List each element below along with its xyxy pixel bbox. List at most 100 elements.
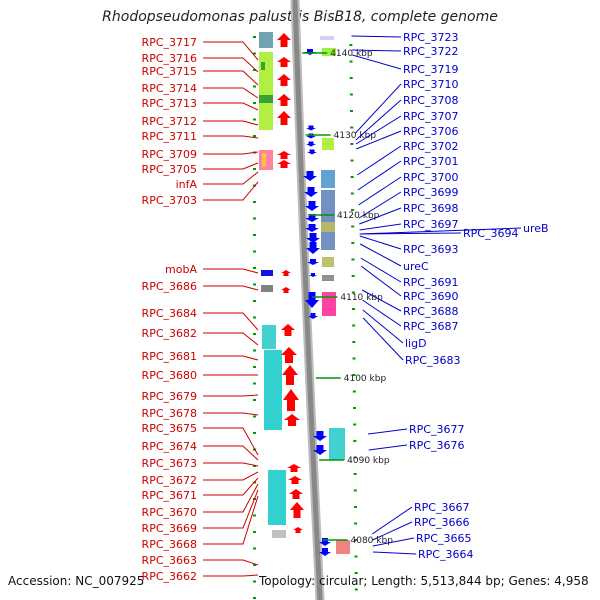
left-leader-line <box>203 41 259 61</box>
tick-mark <box>253 465 256 467</box>
tick-mark <box>253 234 256 236</box>
forward-strand-arrow <box>277 111 291 125</box>
reverse-strand-arrow <box>307 149 317 155</box>
right-gene-block <box>322 138 334 150</box>
reverse-strand-arrow <box>306 125 316 131</box>
left-leader-line <box>203 495 259 545</box>
left-gene-label: RPC_3668 <box>142 538 197 551</box>
left-gene-block <box>259 95 273 103</box>
right-gene-label: RPC_3697 <box>403 218 458 231</box>
left-leader-line <box>203 332 259 346</box>
left-leader-line <box>203 427 259 456</box>
left-gene-label: RPC_3670 <box>142 506 197 519</box>
left-gene-label: RPC_3678 <box>142 407 197 420</box>
tick-mark <box>350 192 354 195</box>
tick-mark <box>350 126 354 129</box>
tick-mark <box>354 555 358 558</box>
right-gene-label: ligD <box>405 337 427 350</box>
right-leader-line <box>368 444 408 451</box>
left-gene-block <box>259 52 273 130</box>
forward-strand-arrow <box>287 464 301 472</box>
left-leader-line <box>203 57 259 73</box>
forward-strand-arrow <box>282 365 298 385</box>
reverse-strand-arrow <box>305 214 319 222</box>
forward-strand-arrow <box>289 489 303 499</box>
tick-mark <box>253 118 256 121</box>
right-leader-line <box>372 537 415 547</box>
tick-mark <box>253 514 256 517</box>
right-gene-block <box>321 170 335 188</box>
left-gene-block <box>262 153 266 167</box>
tick-mark <box>253 36 256 38</box>
tick-mark <box>354 522 358 525</box>
left-gene-label: RPC_3673 <box>142 457 197 470</box>
tick-mark <box>253 415 256 418</box>
left-gene-label: RPC_3711 <box>142 130 197 143</box>
left-gene-block <box>268 470 286 525</box>
left-gene-label: RPC_3672 <box>142 474 197 487</box>
forward-strand-arrow <box>277 74 291 86</box>
forward-strand-arrow <box>281 347 297 363</box>
right-gene-label: RPC_3664 <box>418 548 473 561</box>
right-gene-label: RPC_3687 <box>403 320 458 333</box>
left-gene-block <box>262 325 276 349</box>
right-gene-label: RPC_3676 <box>409 439 464 452</box>
left-leader-line <box>203 285 259 291</box>
tick-mark <box>351 291 355 294</box>
left-gene-block <box>259 32 273 48</box>
left-leader-line <box>203 471 259 481</box>
kbp-label: 4130 kbp <box>334 131 377 141</box>
right-gene-label: RPC_3667 <box>414 501 469 514</box>
right-gene-block <box>322 257 334 267</box>
left-gene-label: RPC_3662 <box>142 570 197 583</box>
left-gene-label: RPC_3675 <box>142 422 197 435</box>
kbp-label: 4110 kbp <box>340 293 383 303</box>
tick-mark <box>253 366 256 368</box>
tick-mark <box>253 300 256 302</box>
right-gene-label: ureC <box>403 260 429 273</box>
right-gene-label: RPC_3722 <box>403 45 458 58</box>
tick-mark <box>353 440 357 442</box>
right-leader-line <box>355 115 402 145</box>
right-leader-line <box>362 309 404 344</box>
right-gene-label: RPC_3699 <box>403 186 458 199</box>
left-gene-label: mobA <box>165 263 197 276</box>
right-leader-line <box>355 83 402 134</box>
right-gene-label: RPC_3707 <box>403 110 458 123</box>
right-gene-block <box>321 222 335 232</box>
forward-strand-arrow <box>281 324 295 336</box>
right-gene-label: RPC_3702 <box>403 140 458 153</box>
right-gene-block <box>322 48 336 56</box>
reverse-strand-arrow <box>309 273 317 277</box>
tick-mark <box>352 390 356 393</box>
tick-mark <box>253 52 256 55</box>
kbp-label: 4100 kbp <box>344 374 387 384</box>
left-leader-line <box>203 394 259 397</box>
right-leader-line <box>351 35 402 38</box>
right-gene-block <box>322 292 336 316</box>
right-leader-line <box>362 317 404 361</box>
reverse-strand-arrow <box>307 259 319 265</box>
right-leader-line <box>352 49 402 52</box>
left-leader-line <box>203 355 259 361</box>
accession-text: Accession: NC_007925 <box>8 574 145 588</box>
left-leader-line <box>203 312 259 331</box>
right-gene-label: RPC_3665 <box>416 532 471 545</box>
left-gene-block <box>264 350 282 430</box>
tick-mark <box>253 250 256 253</box>
left-gene-label: RPC_3714 <box>142 82 197 95</box>
tick-mark <box>352 374 356 376</box>
left-gene-label: RPC_3663 <box>142 554 197 567</box>
right-gene-label: RPC_3691 <box>403 276 458 289</box>
right-gene-label: RPC_3710 <box>403 78 458 91</box>
forward-strand-arrow <box>277 57 291 67</box>
left-gene-label: RPC_3671 <box>142 489 197 502</box>
left-leader-line <box>203 135 259 139</box>
left-gene-label: RPC_3712 <box>142 115 197 128</box>
left-gene-label: RPC_3709 <box>142 148 197 161</box>
reverse-strand-arrow <box>313 445 327 455</box>
tick-mark <box>353 489 357 492</box>
right-gene-label: RPC_3694 <box>463 227 518 240</box>
tick-mark <box>349 44 353 46</box>
tick-mark <box>253 564 256 566</box>
